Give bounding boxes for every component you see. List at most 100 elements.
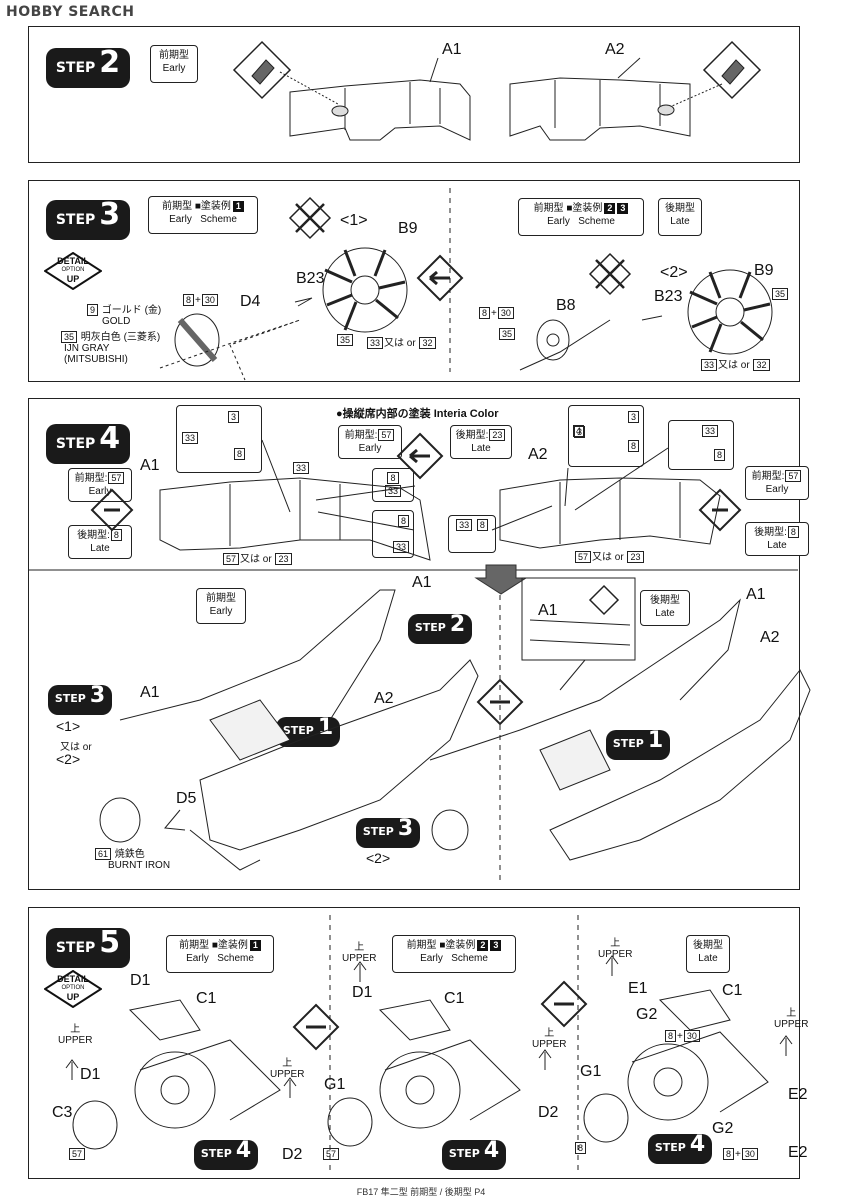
step3-ijn-label: 35 明灰白色 (三菱系)IJN GRAY(MITSUBISHI) [60,328,160,365]
step3-label-d4: D4 [240,293,261,310]
step3-35-c: 35 [771,288,789,300]
step5-d1-b: D1 [80,1066,101,1083]
step5-c1-c: C1 [722,982,743,999]
step4-bracket2-mid: <2> [366,850,391,866]
step4-interior-title: ●操縦席内部の塗装 Interia Color [336,408,499,420]
step3-label-b23b: B23 [654,288,683,305]
step4-4-label: 4 [572,425,585,437]
step3-label-b8: B8 [556,297,576,314]
step2-label-a1: A1 [442,41,462,58]
step3-bracket1: <1> [340,212,368,229]
step3-label-b9b: B9 [754,262,774,279]
step2-panel [28,26,800,163]
step2-label-a2: A2 [605,41,625,58]
step5-57-b: 57 [322,1148,340,1160]
step5-e2-a: E2 [788,1086,808,1103]
step4-label-a1-inset: A1 [538,602,558,619]
step5-d2-a: D2 [282,1146,303,1163]
step5-8-c: 8 [574,1142,587,1154]
step5-d1-a: D1 [130,972,151,989]
step4-label-a1-top: A1 [140,457,160,474]
step5-8plus30-top: 8+30 [664,1030,701,1042]
step3-label-b9a: B9 [398,220,418,237]
step5-c1-b: C1 [444,990,465,1007]
step4-label-a2-top: A2 [528,446,548,463]
step4-label-a1-left: A1 [412,574,432,591]
step5-c3: C3 [52,1104,73,1121]
step5-g2-a: G2 [636,1006,658,1023]
step3-gold-label: 9 ゴールド (金)GOLD [86,301,161,327]
step3-label-b23a: B23 [296,270,325,287]
step3-bracket2: <2> [660,264,688,281]
step3-35-b: 35 [498,328,516,340]
step4-label-a1-mid: A1 [140,684,160,701]
step3-35-a: 35 [336,334,354,346]
step5-8plus30-bot: 8+30 [722,1148,759,1160]
step5-g2-b: G2 [712,1120,734,1137]
step5-g1-b: G1 [580,1063,602,1080]
step5-d1-c: D1 [352,984,373,1001]
step5-g1-a: G1 [324,1076,346,1093]
step5-e2-b: E2 [788,1144,808,1161]
step4-bracket1-left: <1> [56,718,81,734]
step3-8plus30-b: 8+30 [478,307,515,319]
step4-33-fuse: 33 [292,462,310,474]
step5-e1: E1 [628,980,648,997]
page-footer: FB17 隼二型 前期型 / 後期型 P4 [356,1187,486,1197]
step4-detail-33-8-low: 33 8 [448,515,496,553]
step5-c1-a: C1 [196,990,217,1007]
hobby-search-logo: HOBBY SEARCH [6,4,135,20]
step4-bracket2-left: <2> [56,751,81,767]
step3-8plus30-a: 8+30 [182,294,219,306]
step4-or-left: 又は or [60,742,92,753]
step5-d2-b: D2 [538,1104,559,1121]
step4-label-a2-mid: A2 [374,690,394,707]
step4-detail-8-33: 8 33 [372,468,414,502]
step4-label-a1-right: A1 [746,586,766,603]
step4-label-d5: D5 [176,790,197,807]
step5-57-a: 57 [68,1148,86,1160]
